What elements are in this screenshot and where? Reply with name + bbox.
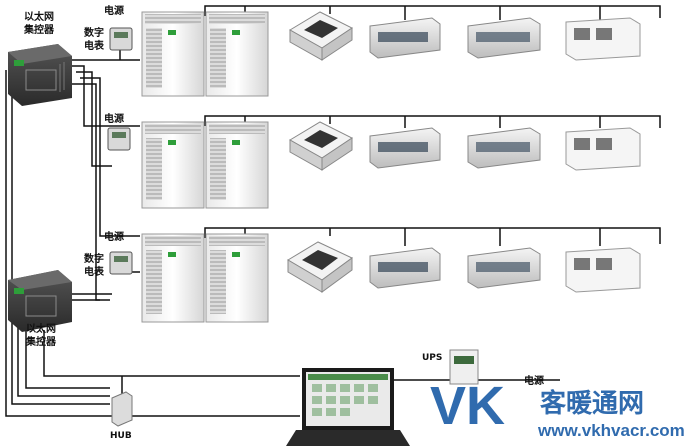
outdoor-unit-row2 [141, 121, 269, 209]
outdoor-unit-icon [141, 11, 205, 97]
hub-icon [111, 391, 133, 427]
duct-unit-icon [467, 127, 541, 169]
ups-label: UPS [422, 353, 442, 363]
digital-meter-label-row1-line1: 数字 [84, 26, 104, 39]
controller-1-label-line1: 以太网 [24, 10, 54, 23]
outdoor-unit-icon [205, 11, 269, 97]
watermark-logo: VK 客暖通网 www.vkhvacr.com [430, 376, 685, 440]
ethernet-controller-icon [8, 44, 72, 106]
laptop-icon [286, 368, 410, 446]
outdoor-unit-icon [205, 233, 269, 323]
ethernet-controller-icon [8, 270, 72, 332]
duct-unit-icon [369, 17, 441, 59]
duct-unit-icon [467, 247, 541, 289]
wiring [5, 5, 661, 417]
watermark-url: www.vkhvacr.com [537, 421, 685, 440]
power-label-row2: 电源 [104, 112, 124, 125]
duct-unit-icon [565, 17, 641, 61]
power-label-row1: 电源 [104, 4, 124, 17]
digital-meter-label-row1-line2: 电表 [84, 39, 105, 52]
power-label-row3: 电源 [104, 230, 124, 243]
duct-unit-icon [467, 17, 541, 59]
controller-2-label-line2: 集控器 [25, 335, 57, 348]
power-meter-icon [109, 251, 133, 275]
digital-meter-label-row3-line2: 电表 [84, 265, 105, 278]
power-meter-icon [107, 127, 131, 151]
watermark-brand-letters: VK [430, 376, 505, 436]
power-meter-icon [109, 27, 133, 51]
outdoor-unit-icon [205, 121, 269, 209]
hub-label: HUB [110, 431, 132, 441]
outdoor-unit-row1 [141, 11, 269, 97]
outdoor-unit-row3 [141, 233, 269, 323]
cassette-unit-icon [289, 11, 353, 61]
ups-icon [449, 349, 479, 385]
duct-unit-icon [369, 127, 441, 169]
outdoor-unit-icon [141, 233, 205, 323]
cassette-unit-icon [287, 241, 353, 293]
watermark-brand-name: 客暖通网 [540, 388, 644, 418]
power-label-bottom: 电源 [524, 374, 544, 387]
duct-unit-icon [565, 127, 641, 171]
digital-meter-label-row3-line1: 数字 [84, 252, 104, 265]
controller-2-label-line1: 以太网 [26, 322, 56, 335]
outdoor-unit-icon [141, 121, 205, 209]
duct-unit-icon [565, 247, 641, 293]
duct-unit-icon [369, 247, 441, 289]
controller-1-label-line2: 集控器 [23, 23, 55, 36]
cassette-unit-icon [289, 121, 353, 171]
